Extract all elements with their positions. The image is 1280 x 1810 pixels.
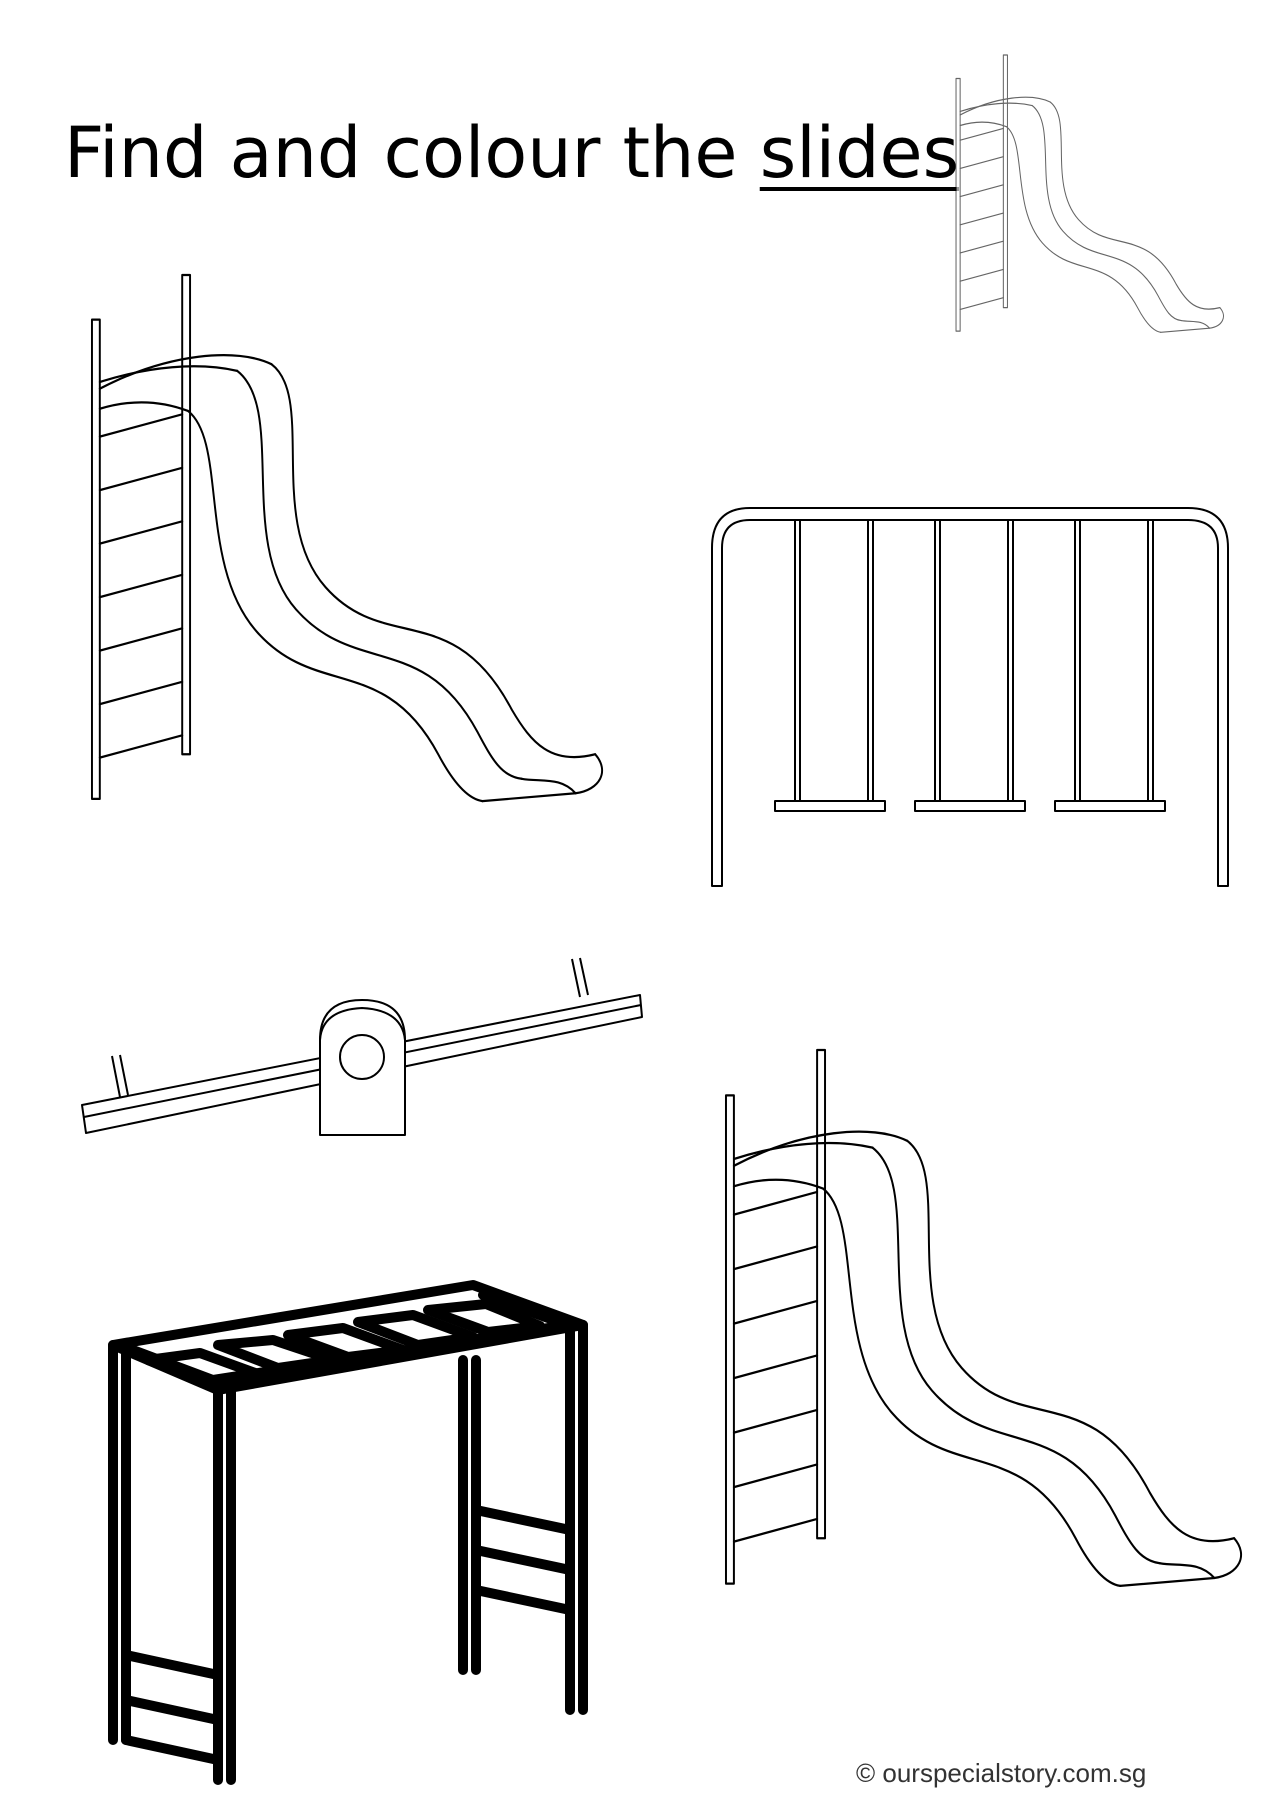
slide-icon[interactable] <box>724 1048 1244 1595</box>
page-title: Find and colour the slides <box>64 118 959 188</box>
monkey-bars-icon[interactable] <box>108 1280 588 1785</box>
example-slide-icon <box>955 54 1225 333</box>
copyright-footer: © ourspecialstory.com.sg <box>856 1758 1147 1788</box>
slide-icon[interactable] <box>90 273 605 810</box>
title-keyword: slides <box>759 112 960 194</box>
title-prefix: Find and colour the <box>64 112 760 194</box>
seesaw-icon[interactable] <box>80 955 645 1140</box>
swing-set-icon[interactable] <box>710 508 1230 888</box>
